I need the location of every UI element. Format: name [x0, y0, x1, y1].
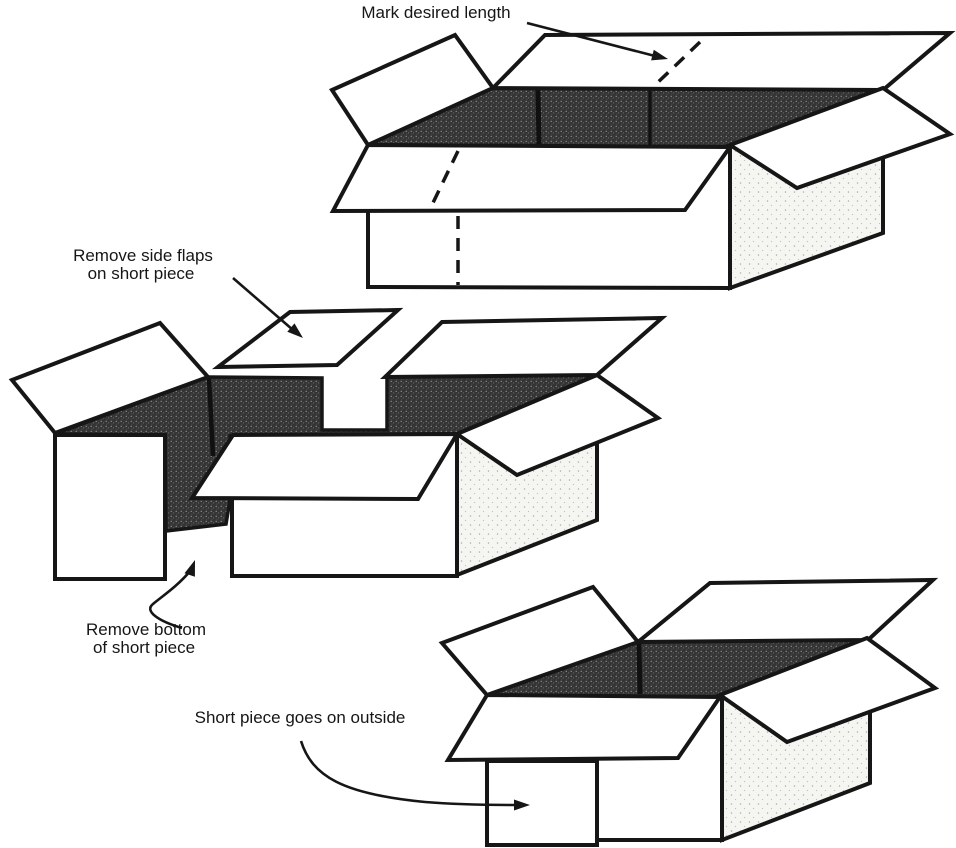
step3-reassembled-box	[438, 577, 940, 847]
arrow-remove-side-flaps	[232, 277, 294, 331]
box3-back-flap	[632, 577, 939, 645]
short-piece-left-flap	[8, 320, 212, 436]
box3-back-left-flap	[438, 584, 642, 698]
label-remove-bottom-line1: Remove bottom	[86, 620, 206, 639]
arrow-mark-desired-length	[526, 21, 656, 58]
box1-right-flap	[725, 85, 955, 191]
arrowhead-remove-bottom	[184, 560, 195, 577]
arrow-short-piece-outside	[299, 740, 515, 807]
label-remove-side-flaps-line1: Remove side flaps	[73, 246, 213, 265]
arrowhead-remove-side-flaps	[287, 323, 303, 338]
cut-dashed-line-front-flap	[428, 150, 460, 210]
step1-marked-box	[329, 30, 956, 291]
label-short-piece-outside: Short piece goes on outside	[195, 708, 406, 727]
detached-side-flap	[211, 307, 404, 370]
label-remove-side-flaps-line2: on short piece	[88, 264, 195, 283]
long-piece-right-flap	[452, 372, 663, 478]
box1-front-flap	[329, 142, 734, 214]
box3-short-piece-overlap-panel	[485, 759, 599, 847]
label-mark-desired-length: Mark desired length	[361, 3, 510, 22]
long-piece-front-flap	[188, 431, 461, 502]
long-piece-back-flap	[379, 315, 668, 380]
box1-back-left-flap	[329, 32, 497, 148]
short-piece-interior-corner-line	[206, 377, 216, 457]
box3-front-flap	[444, 692, 724, 763]
step2-separated-pieces	[8, 307, 668, 581]
box1-back-flap	[488, 30, 956, 93]
arrowhead-mark-desired-length	[651, 49, 668, 61]
box1-interior-corner-line	[535, 89, 542, 146]
cut-dashed-line-back-flap	[651, 40, 702, 89]
box3-interior-corner-line	[636, 641, 643, 695]
arrowhead-short-piece-outside	[514, 799, 530, 811]
arrow-remove-bottom	[149, 569, 193, 630]
label-remove-bottom-line2: of short piece	[93, 638, 195, 657]
short-piece-front-panel	[53, 433, 167, 581]
annotations: Mark desired length Remove side flaps on…	[73, 3, 668, 811]
box3-right-flap	[715, 635, 940, 745]
